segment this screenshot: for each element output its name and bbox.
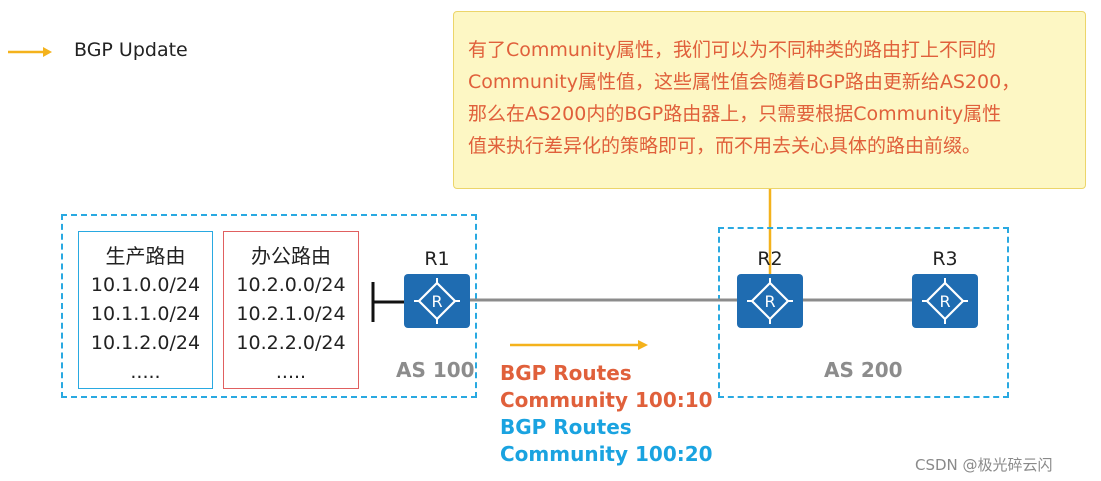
as100-label: AS 100 <box>396 358 475 382</box>
router-label-r3: R3 <box>932 248 958 270</box>
callout-line: 值来执行差异化的策略即可，而不用去关心具体的路由前缀。 <box>468 135 982 157</box>
as200-label: AS 200 <box>824 358 903 382</box>
svg-text:R: R <box>431 292 442 311</box>
update-routes-label: BGP Routes <box>500 415 632 439</box>
route-entry: 10.2.2.0/24 <box>236 332 346 354</box>
svg-text:R: R <box>939 292 950 311</box>
production-routes-box: 生产路由 10.1.0.0/24 10.1.1.0/24 10.1.2.0/24… <box>78 231 213 389</box>
router-icon: R <box>747 278 793 324</box>
as100-region <box>61 214 477 398</box>
legend-label: BGP Update <box>74 39 188 61</box>
office-routes-box: 办公路由 10.2.0.0/24 10.2.1.0/24 10.2.2.0/24… <box>223 231 359 389</box>
legend-arrow <box>8 47 52 57</box>
link-r1-r2 <box>470 298 738 302</box>
svg-text:R: R <box>764 292 775 311</box>
route-entry: 10.1.1.0/24 <box>90 303 201 325</box>
router-r1[interactable]: R <box>404 274 470 328</box>
route-filter-marker <box>371 282 406 322</box>
route-entry: 10.2.0.0/24 <box>236 274 346 296</box>
route-entry: 10.1.2.0/24 <box>90 332 201 354</box>
office-routes-title: 办公路由 <box>251 244 331 268</box>
update-routes-label: BGP Routes <box>500 361 632 385</box>
production-routes-title: 生产路由 <box>105 244 186 268</box>
callout-line: 那么在AS200内的BGP路由器上，只需要根据Community属性 <box>468 103 1002 125</box>
bgp-update-arrow <box>510 340 648 350</box>
as200-region <box>718 227 1009 398</box>
link-r2-r3 <box>802 298 914 302</box>
watermark: CSDN @极光碎云闪 <box>915 456 1053 474</box>
route-entry: 10.1.0.0/24 <box>90 274 201 296</box>
route-entry: 10.2.1.0/24 <box>236 303 346 325</box>
explanation-callout: 有了Community属性，我们可以为不同种类的路由打上不同的 Communit… <box>453 11 1086 189</box>
router-r3[interactable]: R <box>912 274 978 328</box>
route-entry: ..... <box>130 361 161 383</box>
router-r2[interactable]: R <box>737 274 803 328</box>
router-label-r2: R2 <box>757 248 783 270</box>
route-update-info: BGP Routes Community 100:10 BGP Routes C… <box>500 360 713 468</box>
callout-line: Community属性值，这些属性值会随着BGP路由更新给AS200， <box>468 71 1021 93</box>
callout-line: 有了Community属性，我们可以为不同种类的路由打上不同的 <box>468 39 996 61</box>
router-icon: R <box>414 278 460 324</box>
router-icon: R <box>922 278 968 324</box>
route-entry: ..... <box>275 361 307 383</box>
update-community-label: Community 100:20 <box>500 442 713 466</box>
update-community-label: Community 100:10 <box>500 388 713 412</box>
router-label-r1: R1 <box>424 248 450 270</box>
